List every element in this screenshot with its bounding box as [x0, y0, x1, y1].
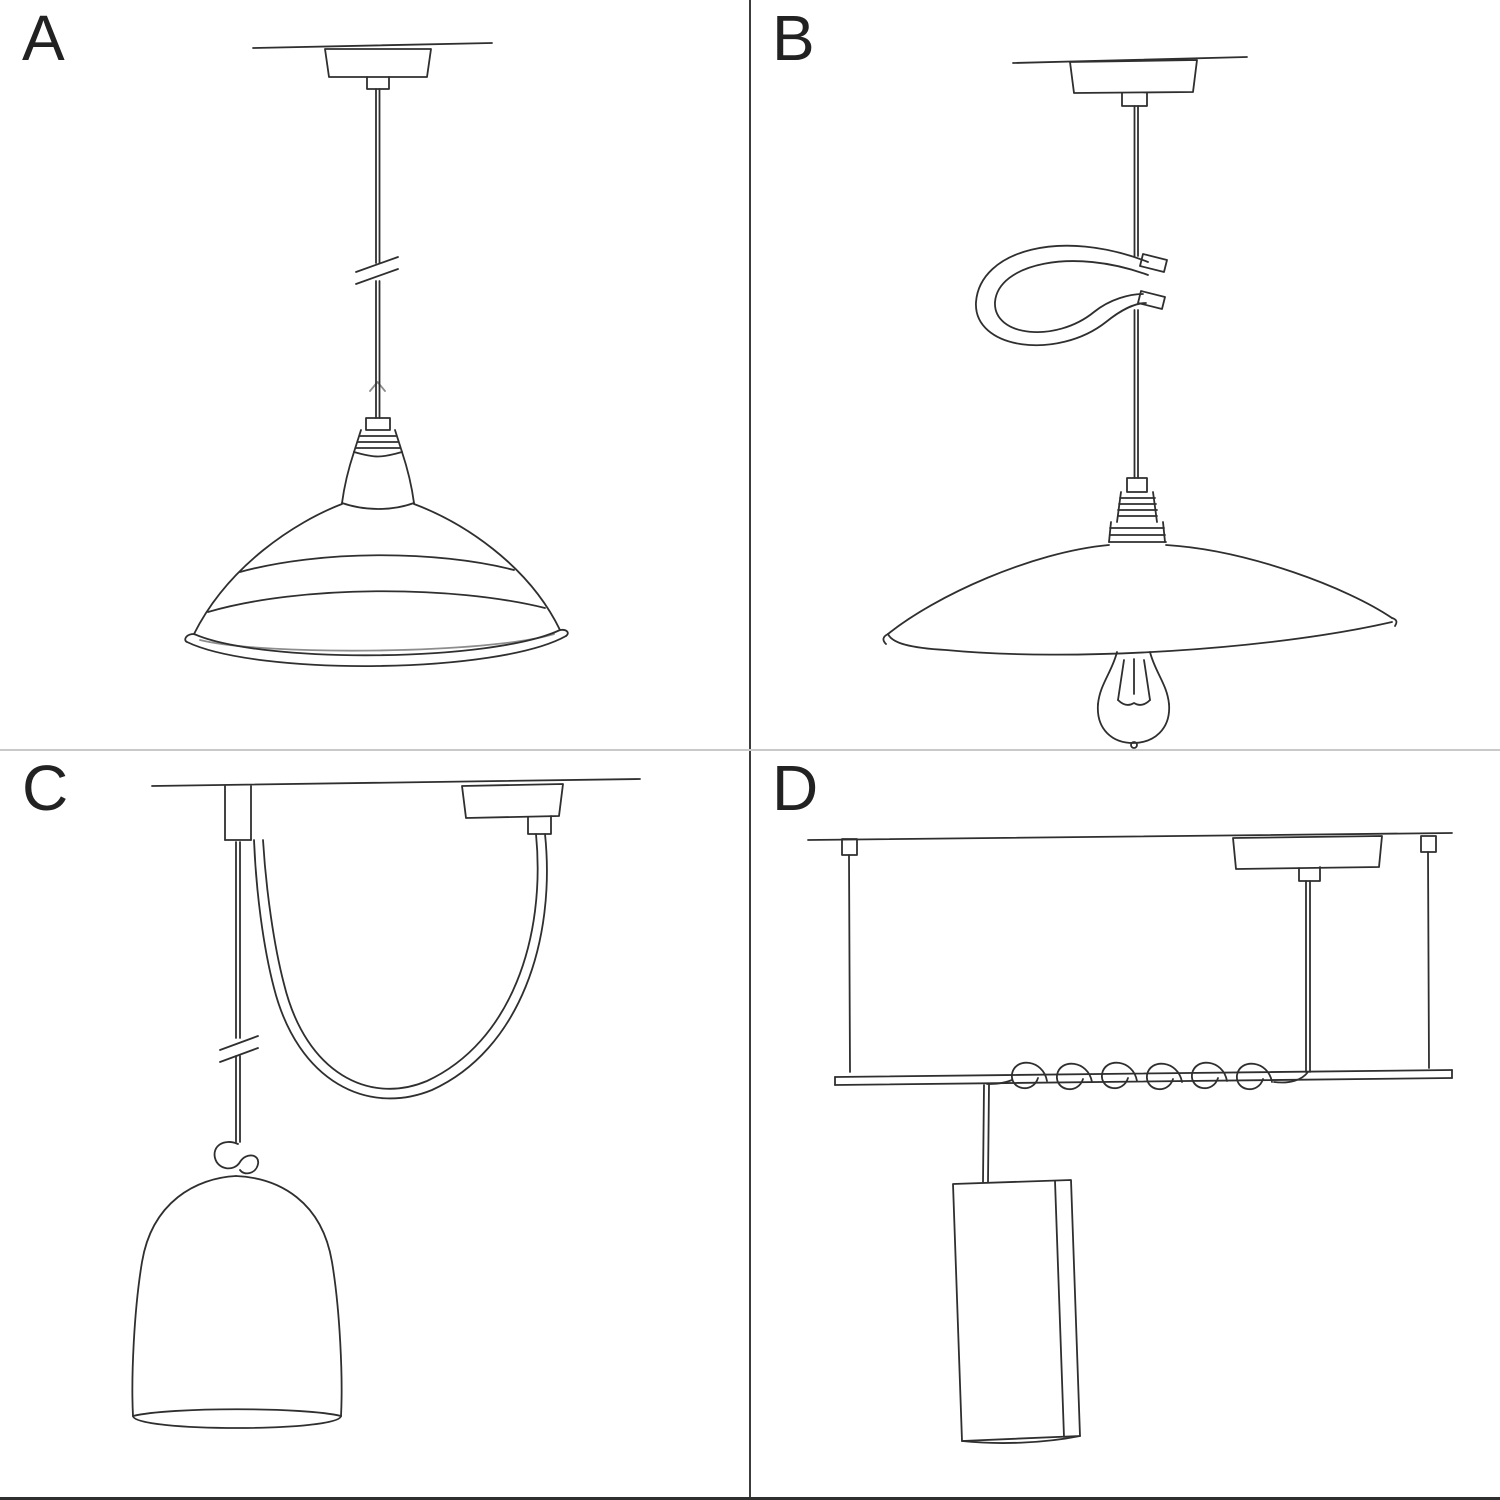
- sketch-swag-pendant: [131, 778, 641, 1429]
- ceiling-rose: [324, 48, 432, 78]
- swag-cable: [253, 833, 548, 1100]
- horizontal-divider: [0, 749, 1500, 751]
- sketch-straight-pendant: [184, 42, 569, 667]
- panel-label-b: B: [772, 2, 816, 74]
- cable-break-mark: [219, 1035, 259, 1051]
- ceiling-line: [1012, 56, 1248, 64]
- cable-clip: [1137, 290, 1166, 310]
- ceiling-rose: [1232, 835, 1383, 870]
- bottom-rule: [0, 1497, 1500, 1500]
- panel-b: B: [750, 0, 1500, 750]
- bell-shade: [131, 1175, 237, 1417]
- cable-break-mark: [355, 256, 399, 273]
- ceiling-line: [151, 778, 641, 787]
- panel-label-a: A: [22, 2, 66, 74]
- ceiling-line: [807, 832, 1453, 841]
- light-bulb: [1097, 651, 1118, 705]
- panel-c: C: [0, 750, 750, 1500]
- cable-loop: [975, 244, 1149, 347]
- cable-clip: [1139, 253, 1168, 273]
- ceiling-rose: [461, 783, 564, 819]
- cable-knot: [213, 1141, 259, 1175]
- panel-label-d: D: [772, 752, 820, 824]
- ceiling-anchor: [1420, 835, 1437, 853]
- lamp-holder: [1126, 477, 1148, 493]
- ceiling-anchor: [841, 838, 858, 856]
- cable-arrow: [369, 381, 386, 392]
- industrial-shade: [193, 503, 343, 635]
- flat-plate-shade: [887, 544, 1110, 635]
- panel-label-c: C: [22, 752, 70, 824]
- rose-nub: [366, 76, 390, 90]
- coiled-cable: [1273, 1071, 1309, 1084]
- tube-shade: [952, 1179, 1081, 1442]
- panel-a: A: [0, 0, 750, 750]
- ceiling-line: [252, 42, 493, 49]
- ceiling-rose: [1069, 59, 1198, 94]
- suspension-bar: [834, 1069, 1453, 1078]
- rose-nub: [527, 815, 552, 835]
- lamp-holder: [365, 417, 391, 431]
- rose-nub: [1298, 866, 1321, 882]
- rose-nub: [1121, 92, 1148, 107]
- sketch-bar-pendant: [807, 832, 1453, 1444]
- panel-d: D: [750, 750, 1500, 1500]
- sketch-loop-pendant: [882, 56, 1398, 749]
